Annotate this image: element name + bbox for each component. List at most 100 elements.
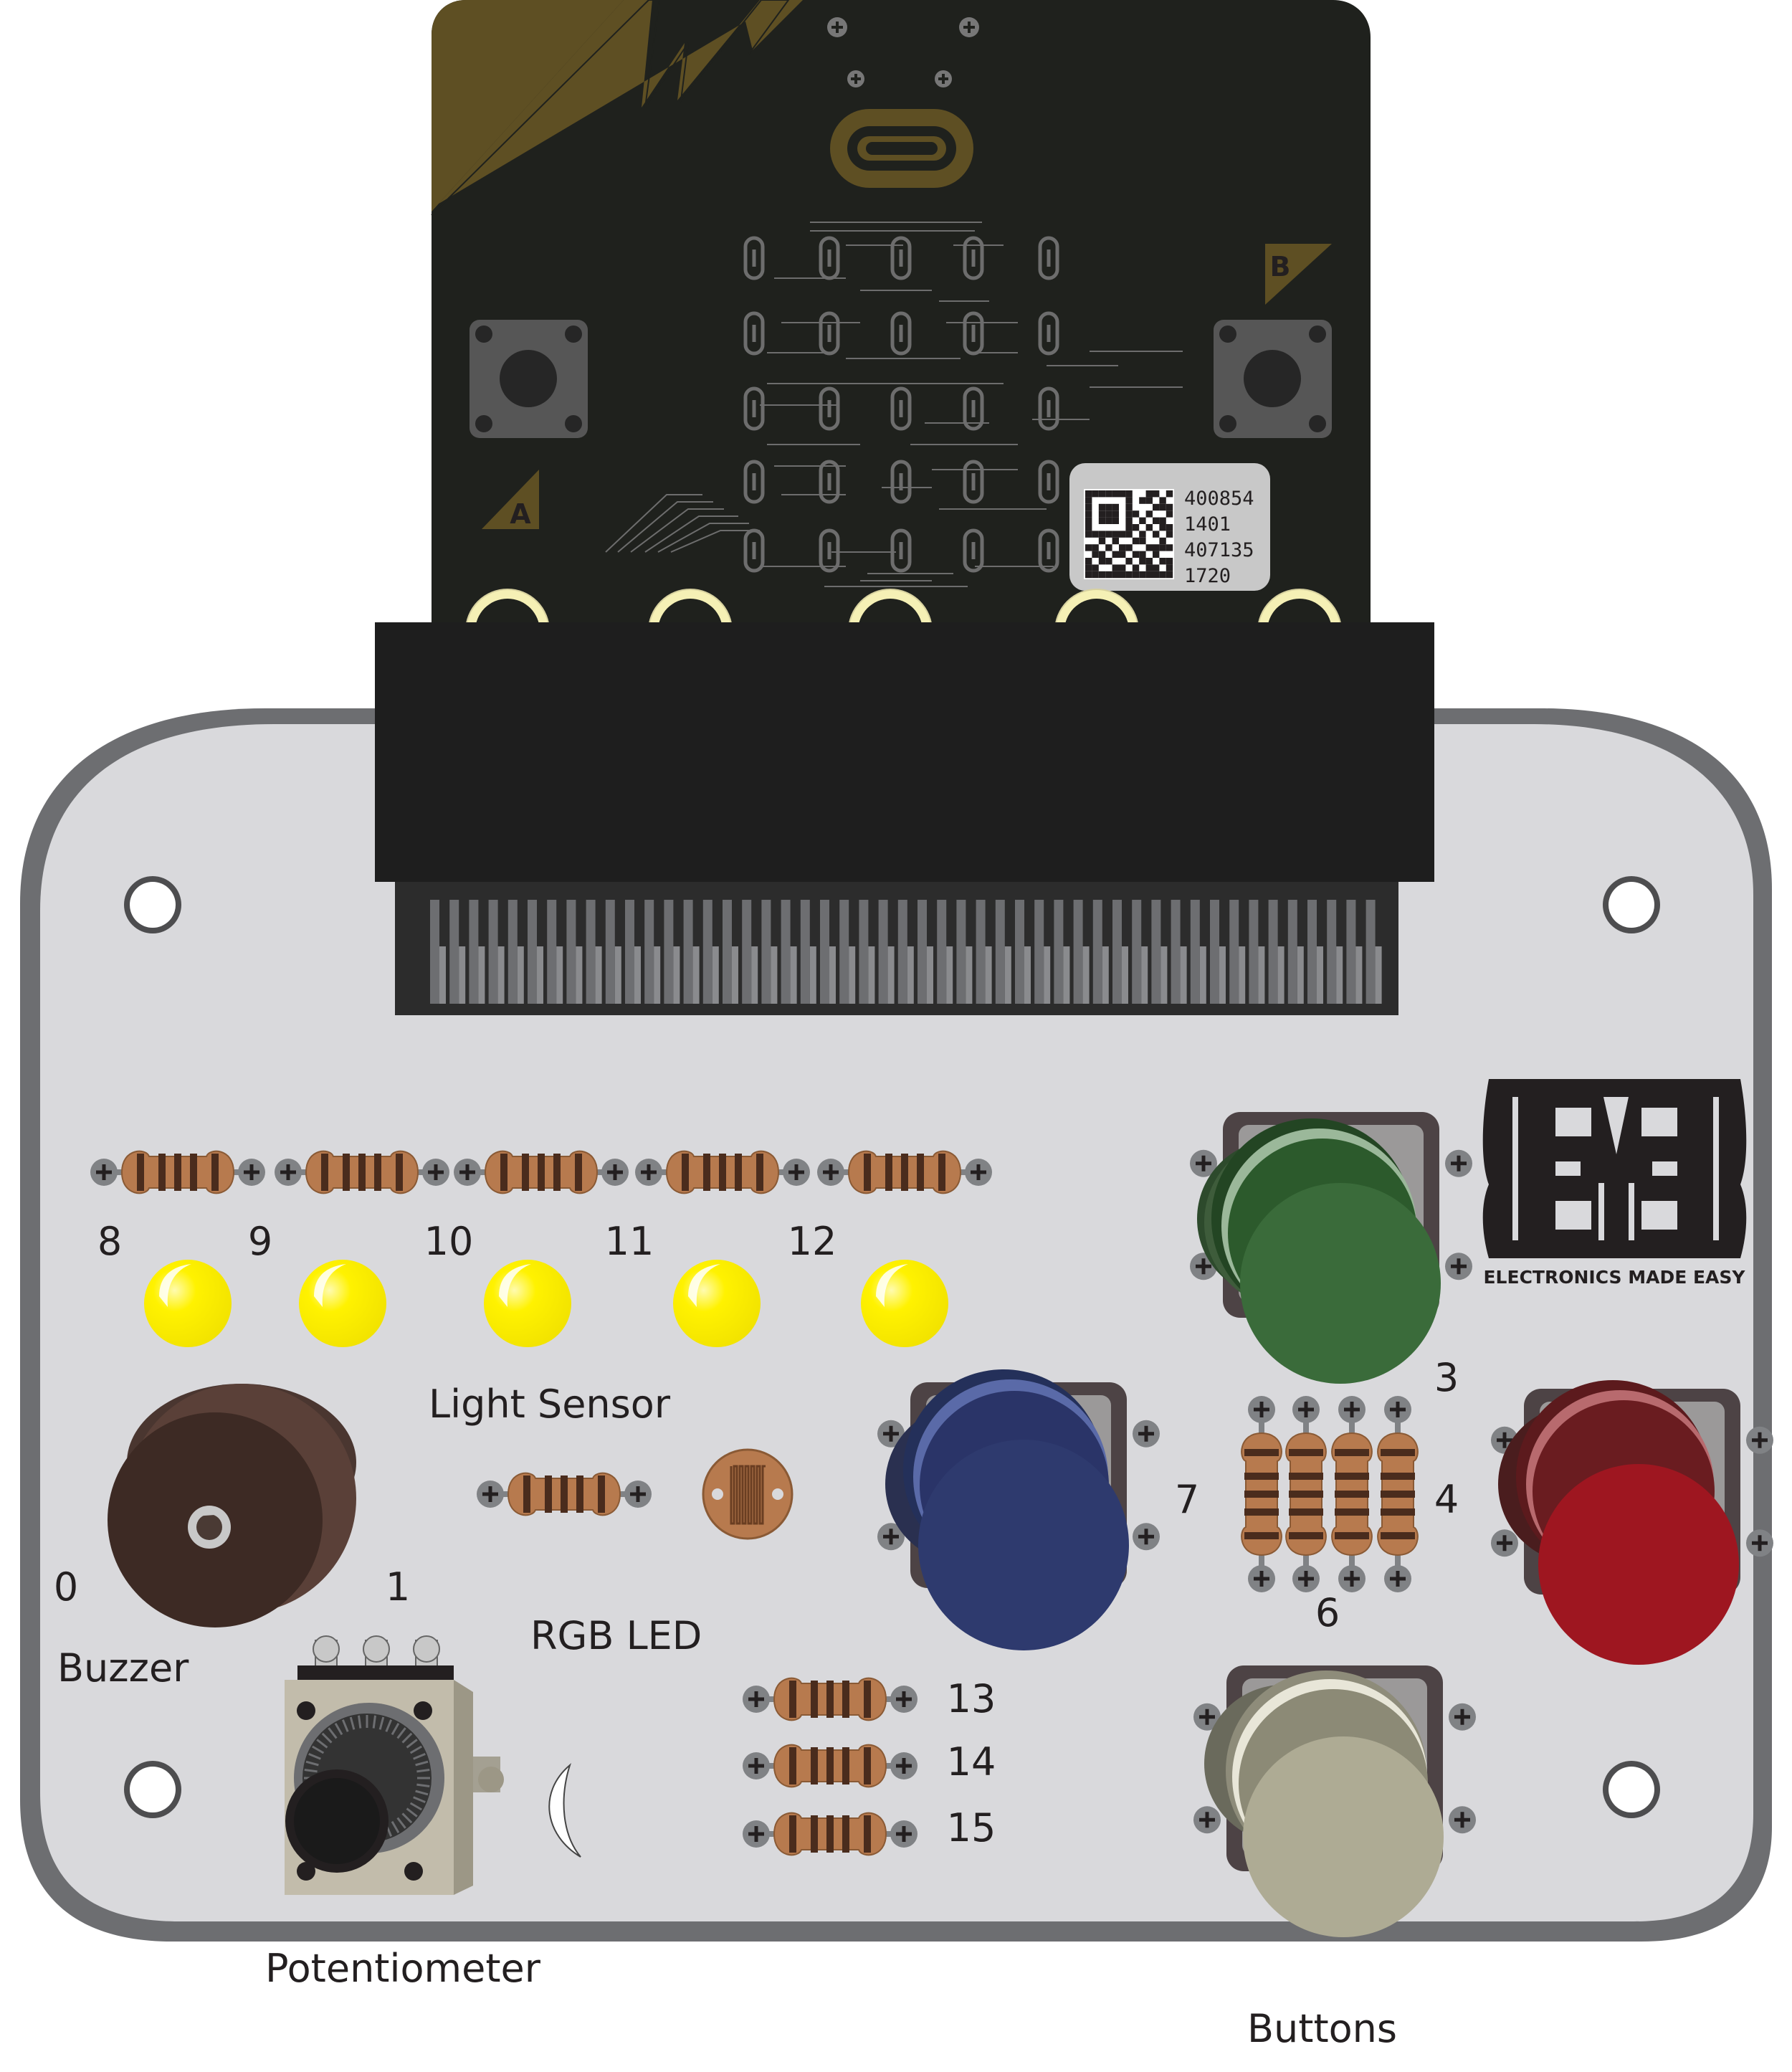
blue-button[interactable] — [877, 1369, 1160, 1650]
green-button[interactable] — [1190, 1112, 1472, 1384]
potentiometer-label: Potentiometer — [265, 1946, 541, 1991]
solder-pad — [965, 1159, 992, 1186]
matrix-led — [819, 311, 840, 356]
microbit-button-b[interactable] — [1214, 320, 1332, 438]
solder-pad — [1190, 1149, 1217, 1177]
buzzer — [108, 1384, 356, 1627]
svg-text:B: B — [1270, 251, 1291, 282]
solder-pad — [90, 1159, 118, 1186]
microbit-button-a[interactable] — [470, 320, 588, 438]
solder-pad — [1746, 1426, 1773, 1454]
microbit-board: A B 400854 1401 407135 1720 — [431, 0, 1371, 673]
brand-tagline: ELECTRONICS MADE EASY — [1483, 1267, 1745, 1288]
resistor — [1241, 1396, 1282, 1592]
solder-pad — [1445, 1253, 1472, 1280]
solder-pad — [890, 1686, 918, 1713]
microbit-logo-icon — [830, 109, 973, 188]
matrix-led — [1038, 460, 1059, 504]
yellow-led — [861, 1260, 948, 1347]
matrix-led — [819, 386, 840, 431]
matrix-led — [819, 528, 840, 573]
yellow-led — [673, 1260, 761, 1347]
resistor — [743, 1744, 918, 1788]
solder-pad — [1133, 1420, 1160, 1448]
svg-text:A: A — [510, 498, 531, 530]
solder-pad — [1292, 1565, 1320, 1592]
matrix-led — [963, 236, 984, 280]
led-pin-label: 8 — [97, 1219, 122, 1264]
resistor — [1285, 1396, 1327, 1592]
matrix-led — [963, 386, 984, 431]
led-pin-label: 12 — [788, 1219, 837, 1264]
resistor-array-pin-label: 4 — [1434, 1477, 1459, 1522]
resistor — [477, 1472, 652, 1516]
resistor — [743, 1812, 918, 1856]
red-button[interactable] — [1491, 1380, 1773, 1665]
potentiometer[interactable] — [285, 1635, 504, 1895]
solder-pad — [1338, 1565, 1366, 1592]
solder-pad — [1384, 1396, 1411, 1423]
solder-pad — [1338, 1396, 1366, 1423]
solder-pad — [1445, 1149, 1472, 1177]
resistor — [1377, 1396, 1419, 1592]
matrix-led — [1038, 236, 1059, 280]
solder-pad — [1193, 1806, 1221, 1834]
solder-pad — [817, 1159, 844, 1186]
buttons-label: Buttons — [1247, 2006, 1397, 2051]
solder-pad — [1449, 1703, 1476, 1731]
serial-line-3: 407135 — [1184, 539, 1254, 561]
resistor — [817, 1150, 992, 1194]
resistor — [1331, 1396, 1373, 1592]
buzzer-label: Buzzer — [57, 1645, 189, 1691]
white-button[interactable] — [1193, 1665, 1476, 1937]
matrix-led — [890, 311, 912, 356]
matrix-led — [743, 236, 765, 280]
solder-pad — [1746, 1529, 1773, 1557]
solder-pad — [1248, 1565, 1275, 1592]
serial-line-4: 1720 — [1184, 565, 1231, 587]
solder-pad — [624, 1481, 652, 1508]
resistor — [275, 1150, 449, 1194]
solder-pad — [635, 1159, 662, 1186]
led-pin-label: 11 — [605, 1219, 654, 1264]
matrix-led — [743, 311, 765, 356]
solder-pad — [1193, 1703, 1221, 1731]
resistor — [743, 1677, 918, 1721]
led-pin-label: 9 — [248, 1219, 272, 1264]
solder-pad — [783, 1159, 810, 1186]
solder-pad — [275, 1159, 302, 1186]
led-pin-label: 10 — [424, 1219, 474, 1264]
matrix-led — [963, 460, 984, 504]
solder-pad — [1292, 1396, 1320, 1423]
solder-pad — [1133, 1523, 1160, 1551]
rgb-green-pin-label: 14 — [947, 1739, 996, 1785]
matrix-led — [1038, 386, 1059, 431]
yellow-led — [299, 1260, 386, 1347]
solder-pad — [743, 1820, 770, 1848]
solder-pad — [890, 1820, 918, 1848]
matrix-led — [890, 460, 912, 504]
matrix-led — [890, 236, 912, 280]
rgb-blue-pin-label: 15 — [947, 1805, 996, 1850]
solder-pad — [877, 1420, 905, 1448]
solder-pad — [477, 1481, 504, 1508]
matrix-led — [743, 460, 765, 504]
blue-button-pin-label: 7 — [1175, 1477, 1199, 1522]
labels: Light Sensor RGB LED Buzzer Potentiomete… — [54, 1219, 1459, 2051]
solder-pad — [743, 1686, 770, 1713]
solder-pad — [422, 1159, 449, 1186]
yellow-led — [144, 1260, 232, 1347]
solder-pad — [454, 1159, 481, 1186]
matrix-led — [819, 236, 840, 280]
solder-pad — [1248, 1396, 1275, 1423]
resistor — [90, 1150, 265, 1194]
matrix-led — [1038, 311, 1059, 356]
rgb-led-label: RGB LED — [530, 1613, 702, 1658]
solder-pad — [1384, 1565, 1411, 1592]
rgb-led — [548, 1763, 581, 1858]
matrix-led — [963, 528, 984, 573]
solder-pad — [601, 1159, 629, 1186]
serial-line-2: 1401 — [1184, 513, 1231, 536]
white-button-pin-label: 6 — [1315, 1590, 1340, 1635]
